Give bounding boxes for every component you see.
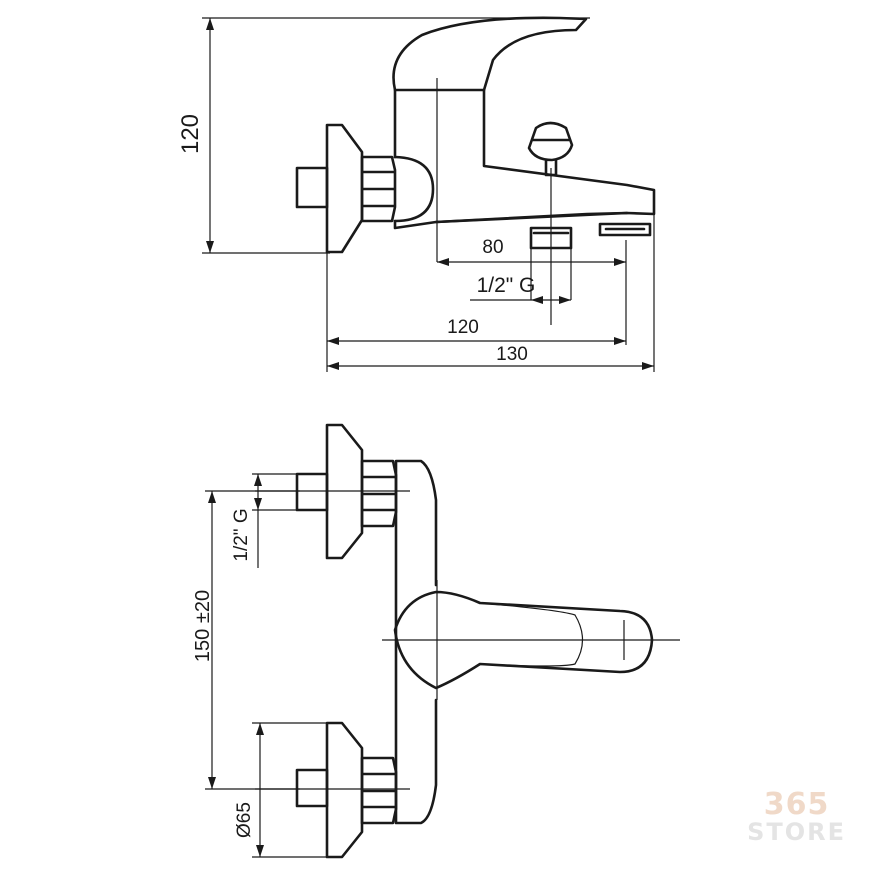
dim-overall-arrow-left (327, 362, 339, 370)
store-watermark: 365 STORE (747, 787, 846, 846)
top-upper-flange (325, 423, 364, 560)
side-spout (434, 211, 629, 224)
side-diverter-knob (527, 121, 574, 177)
dim-diameter-arrow-bottom (256, 845, 264, 857)
side-valve-body (393, 88, 656, 230)
side-view (295, 16, 656, 325)
side-wall-flange (325, 123, 364, 254)
dim-height-arrow-bottom (206, 241, 214, 253)
side-inlet-stub (295, 166, 329, 209)
dim-depth-label: 120 (447, 317, 479, 338)
dim-thread-label: 1/2" G (477, 274, 536, 297)
dim-spout-arrow-left (437, 258, 449, 266)
side-lever-handle (392, 16, 588, 92)
dim-top-thread-label: 1/2" G (231, 508, 252, 561)
top-lever-centerline (382, 580, 680, 700)
top-dimensions: 150 ±20 1/2" G Ø65 (192, 473, 330, 858)
dim-overall-arrow-right (642, 362, 654, 370)
watermark-number: 365 (763, 787, 830, 822)
dim-center-arrow-top (208, 491, 216, 503)
dim-thread-arrow-right (559, 296, 571, 304)
watermark-word: STORE (747, 818, 846, 846)
top-upper-hex-nut (360, 459, 398, 528)
dim-diameter-label: Ø65 (234, 802, 255, 838)
dim-diameter-line (252, 722, 330, 858)
top-lever (393, 590, 654, 690)
top-valve-body (394, 459, 438, 825)
dim-top-thread-arrow-top (254, 474, 262, 486)
dim-diameter-arrow-top (256, 723, 264, 735)
dim-thread-arrow-left (531, 296, 543, 304)
dim-overall-label: 130 (496, 344, 528, 365)
dim-depth-arrow-left (327, 337, 339, 345)
top-upper-inlet (295, 472, 329, 512)
top-lower-hex-nut (360, 756, 398, 825)
top-lower-inlet (295, 768, 329, 808)
dim-center-distance-line (205, 490, 300, 790)
dim-spout-arrow-right (614, 258, 626, 266)
top-view (255, 423, 680, 859)
dim-thread-line (470, 248, 572, 301)
dim-center-distance-label: 150 ±20 (192, 590, 214, 662)
top-lower-flange (325, 721, 364, 859)
dim-depth-line (326, 252, 626, 372)
dim-center-arrow-bottom (208, 777, 216, 789)
side-hex-nut (360, 155, 397, 223)
side-aerator (598, 222, 652, 237)
side-connector-round (393, 155, 435, 223)
dim-depth-arrow-right (614, 337, 626, 345)
dim-height-line (202, 17, 590, 254)
dim-overall-line (327, 214, 655, 372)
side-dimensions: 120 80 1/2" G 120 130 (177, 17, 655, 372)
dim-spout-label: 80 (482, 237, 503, 258)
top-lever-inner (479, 602, 584, 667)
dim-height-arrow-top (206, 18, 214, 30)
dim-height-label: 120 (177, 114, 204, 154)
dim-top-thread-line (252, 473, 300, 568)
dim-top-thread-arrow-bottom (254, 498, 262, 510)
